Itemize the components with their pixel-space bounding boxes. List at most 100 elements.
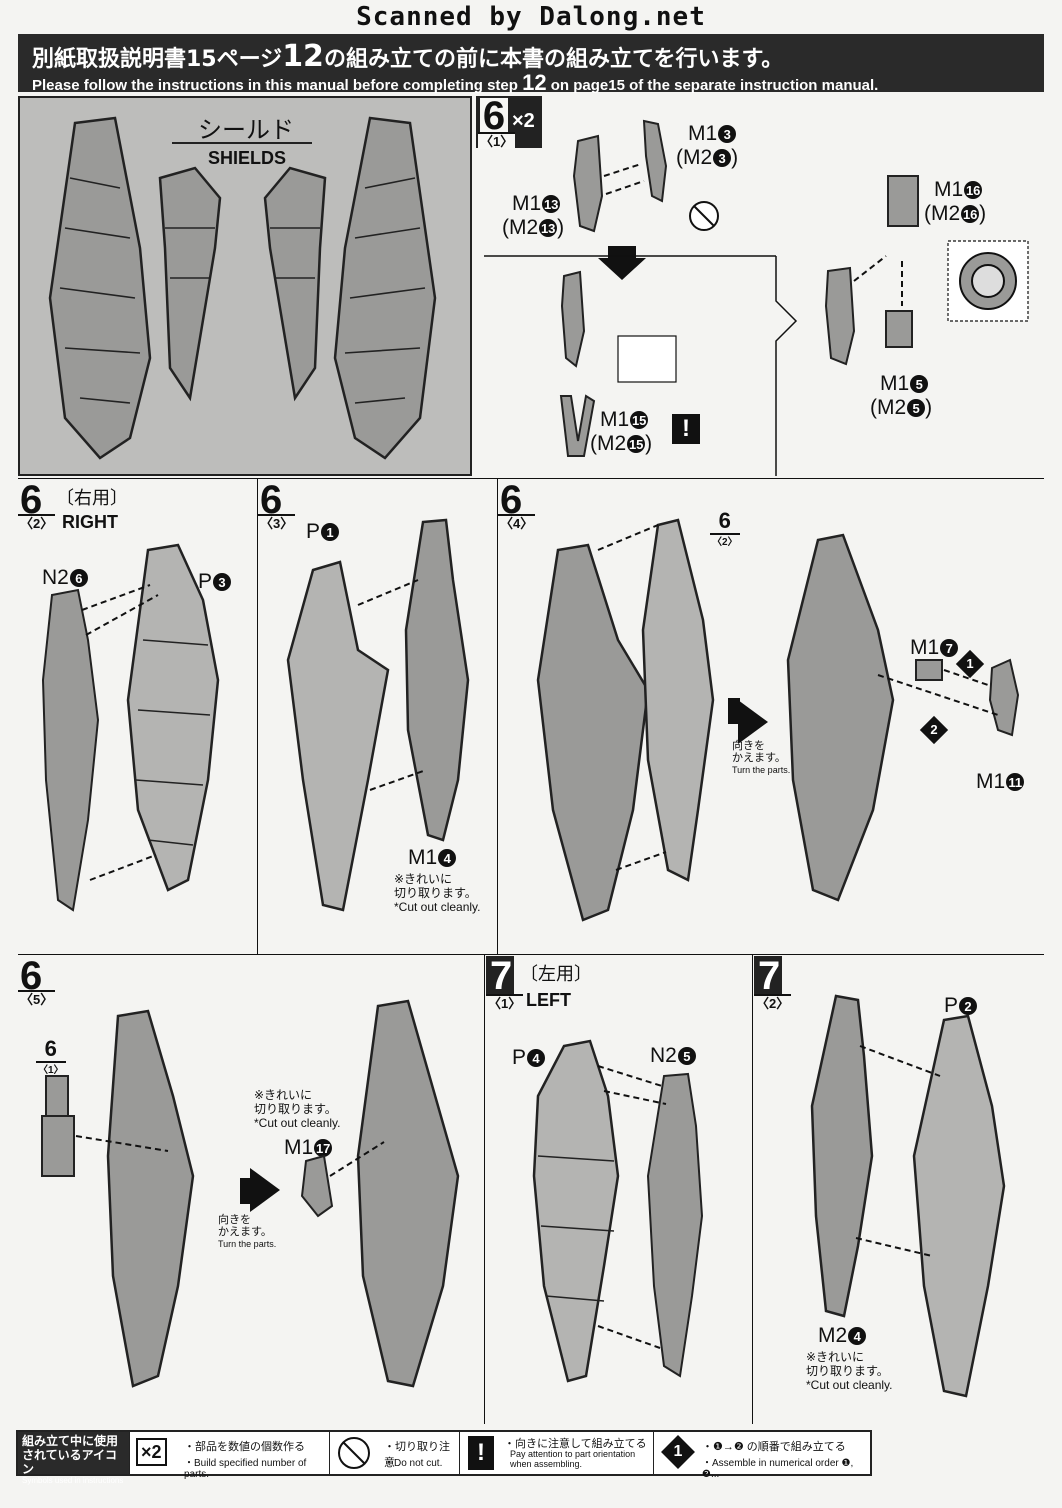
shield-illustration <box>48 116 437 460</box>
ref-step-sub: 〈1〉 <box>36 1061 66 1078</box>
label-close: ) <box>979 202 987 225</box>
legend-qty: ×2 ・部品を数値の個数作る ・Build specified number o… <box>130 1432 330 1480</box>
order-en: ・Assemble in numerical order ❶, ❷... <box>702 1458 854 1480</box>
step-6-1-sub-value: 1 <box>493 134 501 149</box>
part-number-circle: 5 <box>677 1047 696 1066</box>
label-part-id: N2 <box>650 1044 677 1067</box>
legend-title-en: Symbols used in instructions <box>22 1476 124 1485</box>
step-7-2-number: 7 <box>758 954 781 998</box>
banner-jp: 別紙取扱説明書15ページ12の組み立ての前に本書の組み立てを行います。 <box>32 39 783 74</box>
step-7-1-en: LEFT <box>526 990 571 1010</box>
step-6-4-illustration <box>536 518 1020 922</box>
note-jp-line1: ※きれいに <box>806 1350 865 1364</box>
step-6-3-number: 6 <box>260 478 283 522</box>
label-part-id: (M2 <box>502 216 539 239</box>
step-6-1-illustration <box>484 119 1029 476</box>
legend-title-jp-line1: 組み立て中に使用 <box>22 1434 119 1448</box>
label-part-id: P <box>512 1046 527 1069</box>
label-part-id: N2 <box>42 566 69 589</box>
warn-jp: ・向きに注意して組み立てる <box>504 1438 647 1450</box>
step-6-5-sub-value: 5 <box>33 992 41 1007</box>
legend-title: 組み立て中に使用 されているアイコン Symbols used in instr… <box>18 1432 130 1485</box>
order-icon-value: 1 <box>673 1443 683 1460</box>
turn-jp-line2: かえます。 <box>732 752 786 764</box>
part-number-circle: 2 <box>959 997 978 1016</box>
turn-en: Turn the parts. <box>218 1239 277 1249</box>
label-part-id: (M2 <box>924 202 961 225</box>
step-6-4-panel: 6 〈4〉 6 〈2〉 向きを かえます。 Turn the parts. M1… <box>498 480 1044 952</box>
step-6-3-note: ※きれいに 切り取ります。 *Cut out cleanly. <box>394 872 481 914</box>
legend-order: 1 ・❶→❷ の順番で組み立てる ・Assemble in numerical … <box>654 1432 870 1480</box>
row-2-top-rule <box>18 478 1044 479</box>
divider-7-1-7-2 <box>752 954 753 1424</box>
step-6-5-number: 6 <box>20 954 43 998</box>
step-6-2-illustration <box>41 543 220 912</box>
step-7-2-sub-value: 2 <box>769 996 777 1011</box>
part-number-circle: 13 <box>542 195 561 214</box>
label-part-id: M1 <box>934 178 964 201</box>
detail-box <box>617 335 677 383</box>
step-6-2-sub-value: 2 <box>33 516 41 531</box>
step-7-1-illustration <box>532 1039 704 1383</box>
turn-arrow-icon <box>738 700 768 744</box>
part-number-circle: 11 <box>1006 773 1025 792</box>
banner-jp-part-b: の組み立ての前に本書の組み立てを行います。 <box>323 47 784 72</box>
ref-step-number: 6 <box>44 1036 57 1061</box>
step-6-4-turn-note: 向きを かえます。 Turn the parts. <box>732 740 790 776</box>
step-6-5-panel: 6 〈5〉 6 〈1〉 向きを かえます。 Turn the parts. ※き… <box>18 956 482 1424</box>
cut-en: ・Do not cut. <box>384 1458 443 1469</box>
label-part-id: M1 <box>880 372 910 395</box>
banner-jp-part-a: 別紙取扱説明書15ページ <box>32 47 283 72</box>
step-6-4-number: 6 <box>500 478 523 522</box>
order-jp: ・❶→❷ の順番で組み立てる <box>702 1441 846 1453</box>
step-6-3-illustration <box>286 518 470 912</box>
step-6-3-sub-value: 3 <box>273 516 281 531</box>
do-not-cut-icon <box>338 1437 370 1469</box>
part-number-circle: 15 <box>627 435 646 454</box>
ref-step-sub-value: 2 <box>722 537 728 548</box>
warn-en-line2: when assembling. <box>510 1459 583 1469</box>
label-part-id: (M2 <box>590 432 627 455</box>
part-number-circle: 15 <box>630 411 649 430</box>
ref-step-sub: 〈2〉 <box>710 533 740 550</box>
step-6-1-qty: ×2 <box>512 110 535 132</box>
order-icon: 1 <box>661 1435 695 1469</box>
part-number-circle: 4 <box>527 1049 546 1068</box>
step-7-2-note: ※きれいに 切り取ります。 *Cut out cleanly. <box>806 1350 893 1392</box>
part-number-circle: 16 <box>964 181 983 200</box>
label-part-id: M1 <box>284 1136 314 1159</box>
legend-title-jp-line2: されているアイコン <box>22 1448 118 1476</box>
note-en: *Cut out cleanly. <box>254 1116 341 1130</box>
part-number-circle: 3 <box>213 573 232 592</box>
shields-preview-panel: シールド SHIELDS <box>18 96 472 476</box>
divider-6-3-6-4 <box>497 478 498 954</box>
watermark: Scanned by Dalong.net <box>356 2 706 32</box>
turn-jp-line1: 向きを <box>218 1214 251 1226</box>
step-6-2-en: RIGHT <box>62 512 118 532</box>
step-7-2-illustration <box>810 994 1006 1398</box>
warning-icon: ! <box>468 1436 494 1470</box>
part-number-circle: 5 <box>910 375 929 394</box>
label-part-id: P <box>198 570 213 593</box>
cut-jp: ・切り取り注意 <box>384 1441 450 1469</box>
part-number-circle: 5 <box>907 399 926 418</box>
label-part-id: (M2 <box>676 146 713 169</box>
qty-en: ・Build specified number of parts. <box>184 1458 307 1480</box>
part-number-circle: 4 <box>438 849 457 868</box>
